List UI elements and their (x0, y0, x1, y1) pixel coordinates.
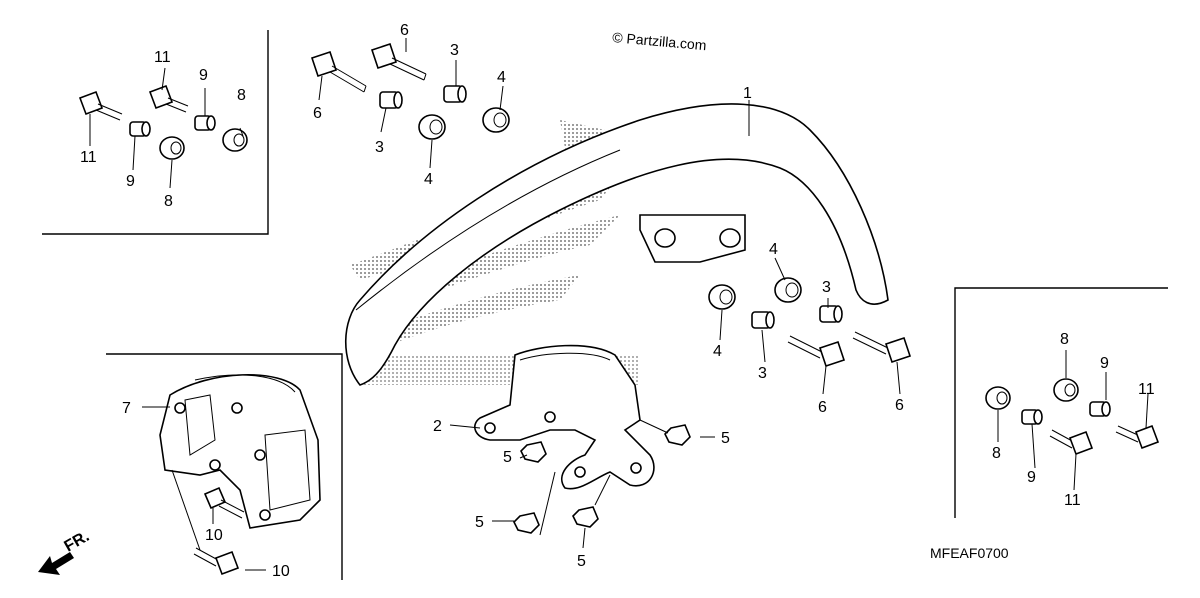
nut-5-d (572, 506, 599, 528)
callout-3: 3 (822, 279, 831, 296)
bolt-6-top-left (310, 50, 367, 93)
grommet-4-top-b (482, 107, 510, 133)
collar-9-c (1021, 409, 1043, 425)
bolt-11-upper-left-a (78, 90, 123, 121)
callout-5: 5 (475, 514, 484, 531)
callout-6: 6 (818, 399, 827, 416)
grommet-8-b (222, 128, 248, 152)
brace-cover-part (159, 373, 321, 529)
callout-4: 4 (769, 241, 778, 258)
callout-5: 5 (721, 430, 730, 447)
bolt-6-right-a (787, 335, 846, 368)
leader-lines (89, 38, 1149, 571)
callout-7: 7 (122, 400, 131, 417)
callout-1: 1 (743, 85, 752, 102)
grommet-4-right-a (708, 284, 736, 310)
collar-3-right-b (819, 305, 843, 323)
callout-8: 8 (992, 445, 1001, 462)
callout-11: 11 (80, 149, 97, 166)
callout-3: 3 (758, 365, 767, 382)
callout-11: 11 (1138, 381, 1155, 398)
callout-10: 10 (272, 563, 290, 580)
callout-5: 5 (577, 553, 586, 570)
bolt-10-b (193, 547, 240, 576)
callout-8: 8 (164, 193, 173, 210)
nut-5-b (664, 424, 691, 446)
callout-9: 9 (1027, 469, 1036, 486)
callout-4: 4 (497, 69, 506, 86)
callout-3: 3 (375, 139, 384, 156)
grommet-8-d (1053, 378, 1079, 402)
front-direction-arrow-icon: FR. (38, 528, 92, 575)
callout-5: 5 (503, 449, 512, 466)
collar-3-top-b (443, 85, 467, 103)
callout-9: 9 (126, 173, 135, 190)
nut-5-a (520, 441, 547, 463)
callout-11: 11 (1064, 492, 1081, 509)
grommet-4-top-a (418, 114, 446, 140)
diagram-code: MFEAF0700 (930, 545, 1009, 561)
direction-label: FR. (62, 528, 93, 556)
grommet-8-a (159, 136, 185, 160)
lower-left-inset-frame (106, 353, 343, 580)
bolt-6-right-b (852, 331, 912, 364)
callout-2: 2 (433, 418, 442, 435)
collar-9-d (1089, 401, 1111, 417)
grommet-8-c (985, 386, 1011, 410)
callout-4: 4 (424, 171, 433, 188)
callout-9: 9 (1100, 355, 1109, 372)
bolt-11-upper-left-b (148, 84, 189, 113)
callout-4: 4 (713, 343, 722, 360)
callout-8: 8 (237, 87, 246, 104)
watermark-text: © Partzilla.com (612, 29, 707, 53)
upper-left-inset-frame (42, 30, 269, 235)
bolt-11-right-b (1115, 424, 1160, 450)
callout-9: 9 (199, 67, 208, 84)
collar-9-b (194, 115, 216, 131)
collar-9-a (129, 121, 151, 137)
bolt-10-a (203, 486, 245, 519)
bolt-6-top-right (370, 42, 427, 81)
grommet-4-right-b (774, 277, 802, 303)
callout-6: 6 (895, 397, 904, 414)
callout-3: 3 (450, 42, 459, 59)
collar-3-right-a (751, 311, 775, 329)
callout-8: 8 (1060, 331, 1069, 348)
collar-3-top-a (379, 91, 403, 109)
callout-6: 6 (313, 105, 322, 122)
callout-6: 6 (400, 22, 409, 39)
callout-labels: 1 2 3 3 3 3 4 4 4 4 5 5 5 5 6 6 6 6 7 8 … (80, 22, 1155, 580)
callout-11: 11 (154, 49, 171, 66)
callout-10: 10 (205, 527, 223, 544)
fender-brace-part (474, 344, 655, 490)
right-inset-frame (954, 287, 1168, 518)
nut-5-c (513, 512, 540, 534)
front-fender-part (344, 103, 889, 386)
bolt-11-right-a (1049, 429, 1094, 456)
